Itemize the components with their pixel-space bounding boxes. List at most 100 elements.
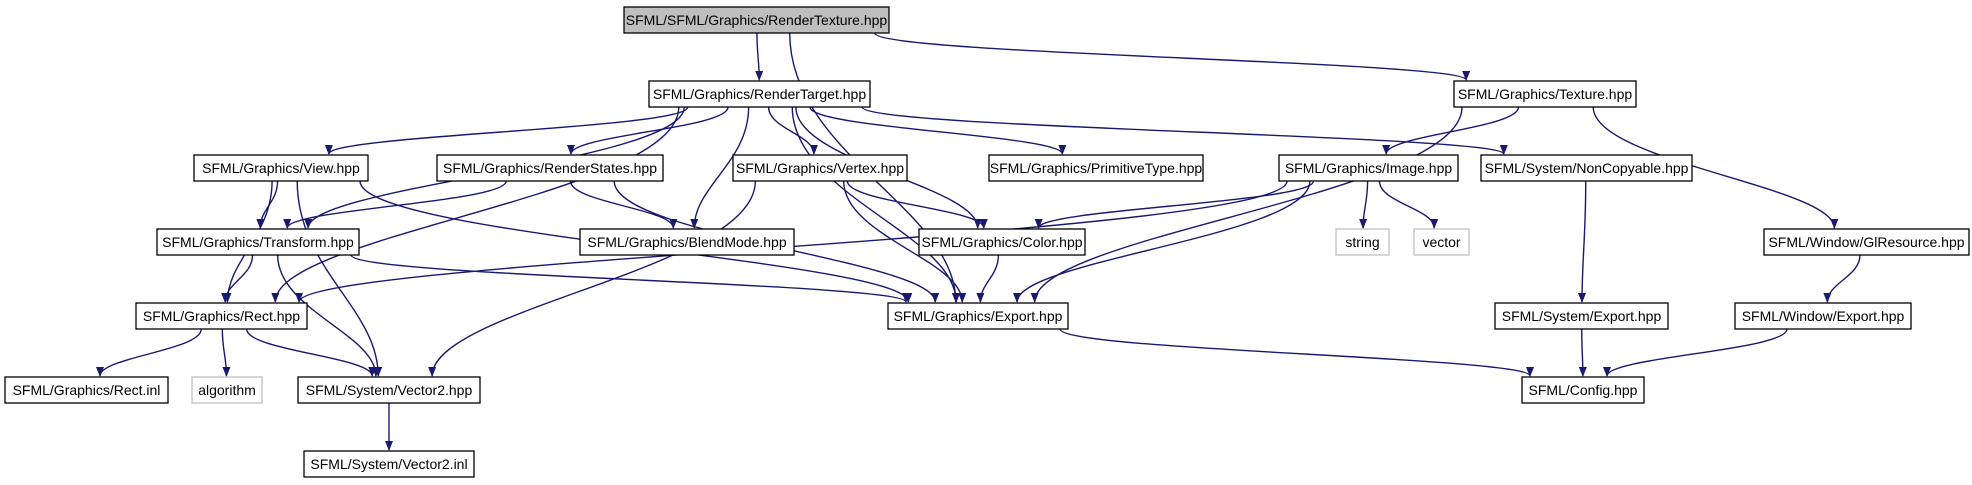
edge-gexport-to-config [1059,328,1534,377]
edge-transform-to-gexport [350,254,910,303]
node-sfml-graphics-renderstates-hpp[interactable]: SFML/Graphics/RenderStates.hpp [436,154,664,182]
edge-line-texture-to-gexport [1030,106,1463,303]
node-label: SFML/Graphics/Texture.hpp [1458,86,1633,102]
edge-line-view-to-vector2 [296,180,383,377]
node-box [156,228,360,256]
node-sfml-graphics-rect-inl[interactable]: SFML/Graphics/Rect.inl [4,376,169,404]
edge-line-rendertexture-to-rendertarget [755,32,764,81]
node-box [1480,154,1693,182]
node-label: SFML/SFML/Graphics/RenderTexture.hpp [626,12,888,28]
edge-rendertexture-to-texture [874,32,1470,81]
node-box [988,154,1204,182]
edge-image-to-string [1359,180,1369,229]
edge-rect-to-vector2 [245,328,377,377]
edge-rendertarget-to-noncopyable [861,106,1508,155]
edge-sexport-to-config [1578,328,1587,377]
edge-line-image-to-string [1359,180,1369,229]
edge-rendertarget-to-vertex [767,106,818,155]
node-algorithm: algorithm [191,376,263,404]
edge-glresource-to-wexport [1823,254,1861,303]
node-sfml-system-noncopyable-hpp[interactable]: SFML/System/NonCopyable.hpp [1480,154,1693,182]
edge-line-sexport-to-config [1578,328,1587,377]
node-label: SFML/Graphics/RenderStates.hpp [443,160,657,176]
edge-renderstates-to-blendmode [569,180,678,229]
node-sfml-graphics-export-hpp[interactable]: SFML/Graphics/Export.hpp [887,302,1069,330]
node-label: SFML/Graphics/PrimitiveType.hpp [990,160,1203,176]
node-sfml-graphics-blendmode-hpp[interactable]: SFML/Graphics/BlendMode.hpp [579,228,795,256]
node-box [135,302,308,330]
node-label: SFML/Window/Export.hpp [1742,308,1905,324]
node-sfml-system-vector2-hpp[interactable]: SFML/System/Vector2.hpp [297,376,481,404]
edge-line-rendertexture-to-texture [874,32,1470,81]
node-box [297,376,481,404]
node-sfml-config-hpp[interactable]: SFML/Config.hpp [1521,376,1645,404]
node-sfml-graphics-transform-hpp[interactable]: SFML/Graphics/Transform.hpp [156,228,360,256]
edge-rect-to-rectinl [96,328,202,377]
edge-line-vertex-to-color [846,180,988,229]
edge-line-transform-to-vector2 [276,254,380,377]
node-label: SFML/Graphics/View.hpp [202,160,360,176]
node-sfml-window-export-hpp[interactable]: SFML/Window/Export.hpp [1734,302,1912,330]
node-box [648,80,871,108]
node-sfml-graphics-texture-hpp[interactable]: SFML/Graphics/Texture.hpp [1453,80,1637,108]
edge-line-rendertarget-to-vertex [767,106,818,155]
node-sfml-graphics-rendertarget-hpp[interactable]: SFML/Graphics/RenderTarget.hpp [648,80,871,108]
node-box [1335,228,1390,256]
node-label: SFML/System/NonCopyable.hpp [1485,160,1689,176]
edge-rect-to-algorithm [221,328,231,377]
node-label: SFML/Graphics/Transform.hpp [162,234,354,250]
edge-line-rendertarget-to-blendmode [690,106,750,229]
edge-line-rendertarget-to-noncopyable [861,106,1508,155]
node-box [887,302,1069,330]
edge-rendertarget-to-renderstates [567,106,729,155]
node-sfml-system-vector2-inl[interactable]: SFML/System/Vector2.inl [303,450,475,478]
nodes-layer: SFML/SFML/Graphics/RenderTexture.hppSFML… [4,6,1970,478]
edge-line-vertex-to-vector2 [428,180,757,377]
edge-line-rendertarget-to-renderstates [567,106,729,155]
edge-line-rect-to-algorithm [221,328,231,377]
edge-rendertexture-to-rendertarget [755,32,764,81]
node-label: vector [1422,234,1460,250]
node-sfml-graphics-color-hpp[interactable]: SFML/Graphics/Color.hpp [918,228,1086,256]
edge-line-transform-to-rect [221,254,254,303]
node-label: SFML/Config.hpp [1529,382,1638,398]
edge-vertex-to-vector2 [428,180,757,377]
node-sfml-graphics-image-hpp[interactable]: SFML/Graphics/Image.hpp [1278,154,1459,182]
edge-image-to-color [1034,180,1315,229]
node-box [918,228,1086,256]
edge-line-color-to-gexport [976,254,1000,303]
node-sfml-graphics-vertex-hpp[interactable]: SFML/Graphics/Vertex.hpp [732,154,908,182]
edge-vertex-to-color [846,180,988,229]
edge-line-rendertarget-to-primitivetype [809,106,1067,155]
node-box [1734,302,1912,330]
node-sfml-graphics-view-hpp[interactable]: SFML/Graphics/View.hpp [193,154,369,182]
edge-texture-to-glresource [1592,106,1839,229]
edge-line-renderstates-to-blendmode [569,180,678,229]
node-sfml-system-export-hpp[interactable]: SFML/System/Export.hpp [1494,302,1669,330]
edge-line-vertex-to-gexport [843,180,967,303]
edge-color-to-gexport [976,254,1000,303]
node-box [193,154,369,182]
node-box [1453,80,1637,108]
node-sfml-window-glresource-hpp[interactable]: SFML/Window/GlResource.hpp [1763,228,1970,256]
edges-layer [96,32,1861,451]
edge-rendertarget-to-blendmode [690,106,750,229]
node-label: string [1345,234,1379,250]
edge-image-to-vector [1378,180,1439,229]
node-box [732,154,908,182]
node-label: algorithm [198,382,256,398]
node-sfml-graphics-rect-hpp[interactable]: SFML/Graphics/Rect.hpp [135,302,308,330]
node-label: SFML/Graphics/BlendMode.hpp [587,234,786,250]
node-sfml-sfml-graphics-rendertexture-hpp[interactable]: SFML/SFML/Graphics/RenderTexture.hpp [623,6,890,34]
edge-line-glresource-to-wexport [1823,254,1861,303]
node-label: SFML/Graphics/Rect.hpp [143,308,300,324]
node-sfml-graphics-primitivetype-hpp[interactable]: SFML/Graphics/PrimitiveType.hpp [988,154,1204,182]
node-box [4,376,169,404]
node-label: SFML/Graphics/RenderTarget.hpp [653,86,866,102]
edge-line-image-to-vector [1378,180,1439,229]
edge-line-rendertarget-to-view [325,106,689,155]
node-box [303,450,475,478]
edge-line-texture-to-image [1382,106,1520,155]
node-box [623,6,890,34]
